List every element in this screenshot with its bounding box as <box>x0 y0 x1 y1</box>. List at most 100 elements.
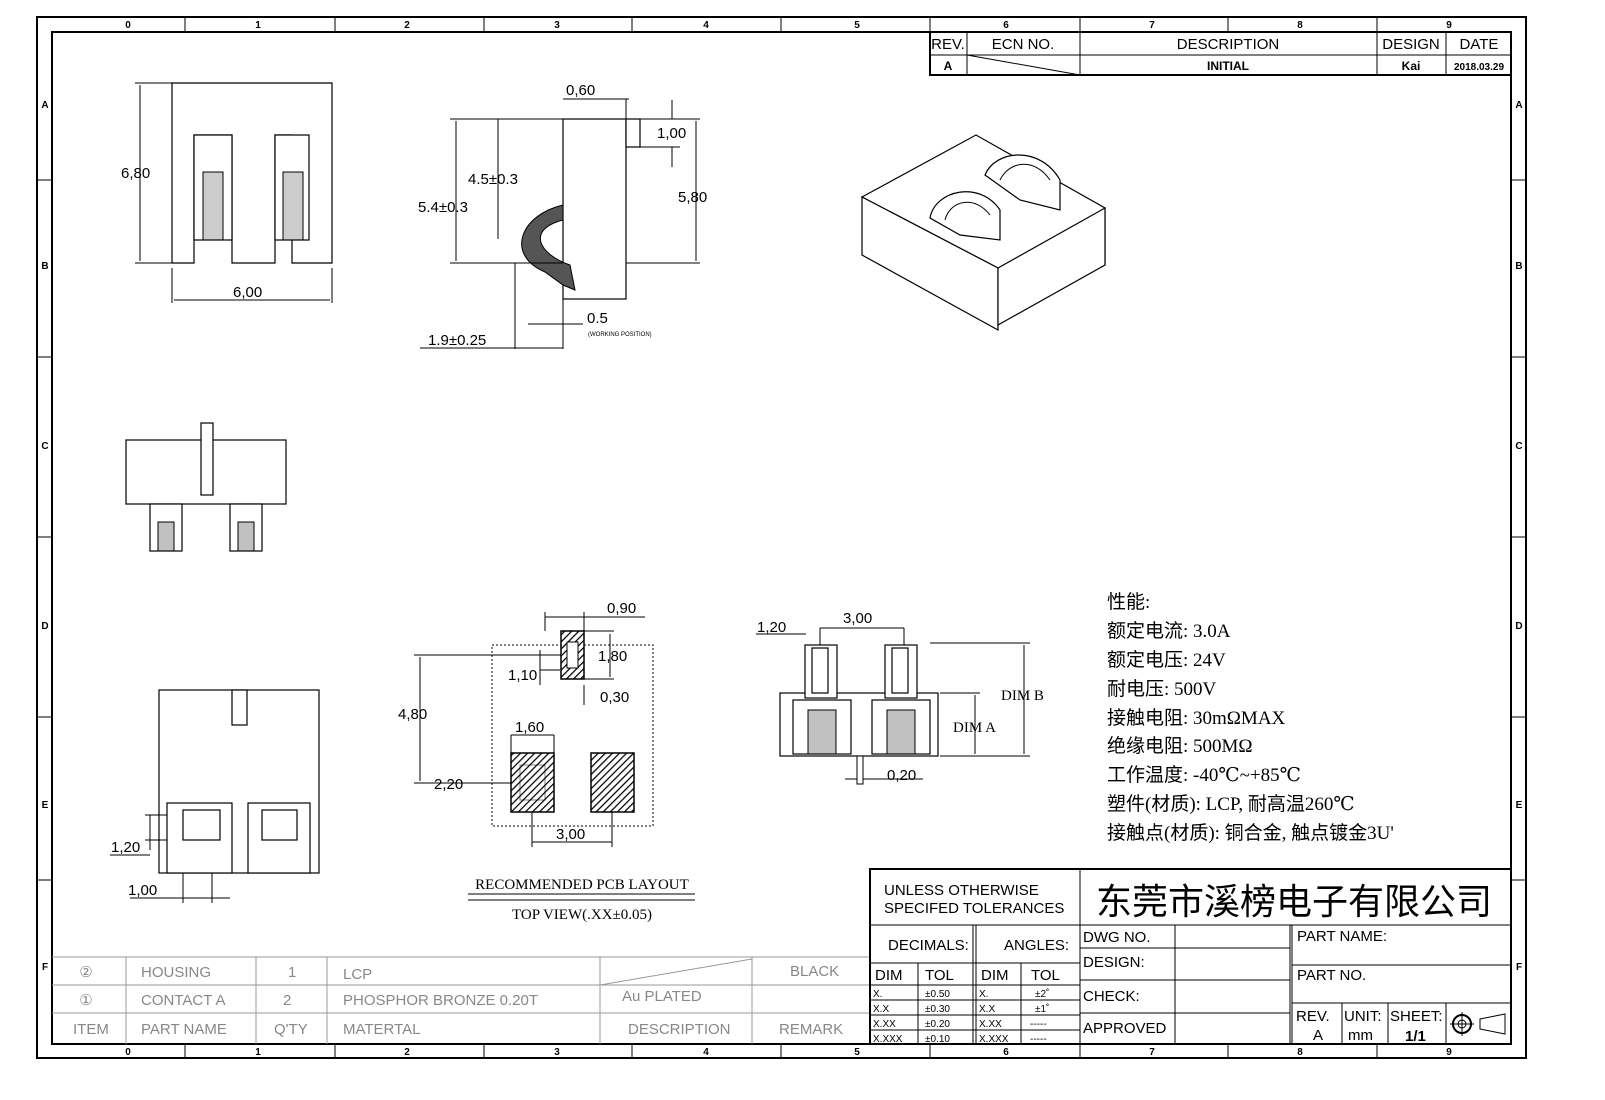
specs-heading: 性能: <box>1107 591 1150 613</box>
bom-description: Au PLATED <box>622 988 702 1005</box>
tol-value: ±0.10 <box>925 1034 950 1045</box>
tol-dim: X. <box>873 989 882 1000</box>
date-header: DATE <box>1460 36 1499 53</box>
tol-value: ±0.50 <box>925 989 950 1000</box>
dim-05: 0.5 <box>587 310 608 327</box>
dim-pcb-090: 0,90 <box>607 600 636 617</box>
dim-45: 4.5±0.3 <box>468 171 518 188</box>
sheet-value: 1/1 <box>1405 1028 1426 1045</box>
angles-tol-header: TOL <box>1031 967 1060 984</box>
angle-dim: X.XXX <box>979 1034 1009 1045</box>
dim-19: 1.9±0.25 <box>428 332 486 349</box>
angle-dim: X.XX <box>979 1019 1002 1030</box>
pcb-caption-subtitle: TOP VIEW(.XX±0.05) <box>512 907 652 923</box>
tol-dim: X.XXX <box>873 1034 903 1045</box>
design-label: DESIGN: <box>1083 954 1145 971</box>
working-position-note: (WORKING POSITION) <box>588 332 652 338</box>
tol-value: ±0.20 <box>925 1019 950 1030</box>
bom-header-description: DESCRIPTION <box>628 1021 731 1038</box>
unit-value: mm <box>1348 1027 1373 1044</box>
row-label: F <box>1516 962 1522 973</box>
design-value: Kai <box>1402 59 1421 73</box>
front-view: 1,20 3,00 DIM B DIM A 0,20 <box>756 610 1044 785</box>
bom-item: ① <box>79 992 92 1009</box>
specifications: 性能: 额定电流: 3.0A 额定电压: 24V 耐电压: 500V 接触电阻:… <box>1107 591 1394 844</box>
end-view <box>125 422 287 552</box>
row-label: C <box>1515 441 1522 452</box>
dim-b-label: DIM B <box>1001 688 1044 704</box>
angle-dim: X.X <box>979 1004 995 1015</box>
spec-line: 额定电流: 3.0A <box>1107 620 1231 642</box>
dim-pcb-300: 3,00 <box>556 826 585 843</box>
top-view: 6,80 6,00 <box>121 82 333 303</box>
dim-height: 6,80 <box>121 165 150 182</box>
dim-front-120: 1,20 <box>757 619 786 636</box>
dim-pcb-180: 1,80 <box>598 648 627 665</box>
bom-item: ② <box>79 964 92 981</box>
rev-label: REV. <box>1296 1008 1330 1025</box>
bom-header-item: ITEM <box>73 1021 109 1038</box>
row-label: D <box>41 621 48 632</box>
tol-dim: X.XX <box>873 1019 896 1030</box>
col-label: 6 <box>1003 1047 1009 1058</box>
decimals-dim-header: DIM <box>875 967 903 984</box>
bom-part-name: HOUSING <box>141 964 211 981</box>
row-label: F <box>42 962 48 973</box>
part-name-label: PART NAME: <box>1297 928 1387 945</box>
angle-value: ----- <box>1030 1034 1047 1045</box>
approved-label: APPROVED <box>1083 1020 1167 1037</box>
row-label: A <box>1515 100 1522 111</box>
rev-value: A <box>944 59 953 73</box>
description-value: INITIAL <box>1207 59 1249 73</box>
angles-label: ANGLES: <box>1004 937 1069 954</box>
dim-front-300: 3,00 <box>843 610 872 627</box>
col-label: 2 <box>404 20 410 31</box>
part-no-label: PART NO. <box>1297 967 1366 984</box>
row-label: E <box>1516 800 1523 811</box>
angles-dim-header: DIM <box>981 967 1009 984</box>
spec-line: 绝缘电阻: 500MΩ <box>1107 735 1253 757</box>
col-label: 8 <box>1297 1047 1303 1058</box>
rev-value: A <box>1313 1027 1323 1044</box>
tolerance-note-1: UNLESS OTHERWISE <box>884 882 1039 899</box>
bom-material: PHOSPHOR BRONZE 0.20T <box>343 992 538 1009</box>
angle-value: ----- <box>1030 1019 1047 1030</box>
dim-060: 0,60 <box>566 82 595 99</box>
col-label: 3 <box>554 20 560 31</box>
col-label: 7 <box>1149 1047 1155 1058</box>
dim-bot-100: 1,00 <box>128 882 157 899</box>
bom-header-remark: REMARK <box>779 1021 843 1038</box>
col-label: 7 <box>1149 20 1155 31</box>
bill-of-materials: ② HOUSING 1 LCP BLACK ① CONTACT A 2 PHOS… <box>52 956 870 1044</box>
ecn-header: ECN NO. <box>992 36 1055 53</box>
col-label: 4 <box>703 1047 709 1058</box>
col-label: 0 <box>125 1047 131 1058</box>
bom-remark: BLACK <box>790 963 839 980</box>
dim-580: 5,80 <box>678 189 707 206</box>
bom-header-material: MATERTAL <box>343 1021 421 1038</box>
pcb-layout: 0,90 1,80 1,10 0,30 4,80 1,60 2,20 3,00 … <box>398 600 695 923</box>
dim-width: 6,00 <box>233 284 262 301</box>
angle-value: ±2˚ <box>1035 988 1049 1000</box>
col-label: 6 <box>1003 20 1009 31</box>
bottom-view: 1,20 1,00 <box>110 689 320 903</box>
dim-100: 1,00 <box>657 125 686 142</box>
col-label: 1 <box>255 20 261 31</box>
row-label: B <box>41 261 48 272</box>
col-label: 9 <box>1446 20 1452 31</box>
revision-block: REV. ECN NO. DESCRIPTION DESIGN DATE A I… <box>929 31 1512 76</box>
bom-header-part-name: PART NAME <box>141 1021 227 1038</box>
col-label: 1 <box>255 1047 261 1058</box>
spec-line: 耐电压: 500V <box>1107 678 1217 700</box>
col-label: 3 <box>554 1047 560 1058</box>
dim-pcb-110: 1,10 <box>508 667 537 684</box>
dim-bot-120: 1,20 <box>111 839 140 856</box>
side-view: 0,60 1,00 5,80 4.5±0.3 5.4±0.3 1.9±0.25 … <box>418 82 707 349</box>
row-label: D <box>1515 621 1522 632</box>
bom-qty: 1 <box>288 964 296 981</box>
tol-value: ±0.30 <box>925 1004 950 1015</box>
dim-pcb-480: 4,80 <box>398 706 427 723</box>
col-label: 5 <box>854 20 860 31</box>
bom-qty: 2 <box>283 992 291 1009</box>
